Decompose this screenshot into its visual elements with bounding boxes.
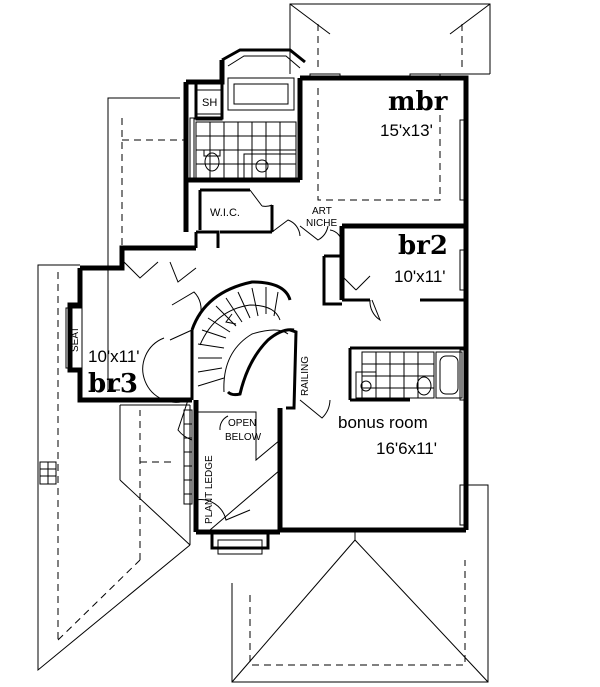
- spiral-stair: [190, 280, 298, 431]
- br3-size: 10'x11': [88, 347, 140, 366]
- br2-size: 10'x11': [394, 267, 446, 286]
- art-niche-label-line1: ART: [312, 206, 332, 217]
- wic-label: W.I.C.: [210, 207, 240, 219]
- bonus-room-size: 16'6x11': [376, 439, 437, 458]
- br3-name: br3: [88, 369, 138, 399]
- dashed-lines: [57, 24, 466, 666]
- railing-label: RAILING: [300, 356, 311, 396]
- open-below: [183, 409, 281, 531]
- bonus-room-name: bonus room: [338, 413, 428, 432]
- roof-outlines: [37, 3, 491, 683]
- windows: [39, 73, 467, 555]
- seat-label: SEAT: [70, 327, 81, 352]
- br2-name: br2: [398, 231, 448, 261]
- doors: [121, 189, 382, 521]
- master-bath: [189, 77, 297, 179]
- open-below-label-line1: OPEN: [228, 418, 256, 429]
- shower-label: SH: [202, 97, 217, 109]
- mbr-name: mbr: [388, 87, 448, 117]
- plant-ledge-label: PLANT LEDGE: [204, 455, 215, 524]
- open-below-label-line2: BELOW: [225, 432, 262, 443]
- mbr-size: 15'x13': [380, 121, 433, 140]
- art-niche-label-line2: NICHE: [306, 218, 337, 229]
- bonus-bath: [355, 351, 463, 399]
